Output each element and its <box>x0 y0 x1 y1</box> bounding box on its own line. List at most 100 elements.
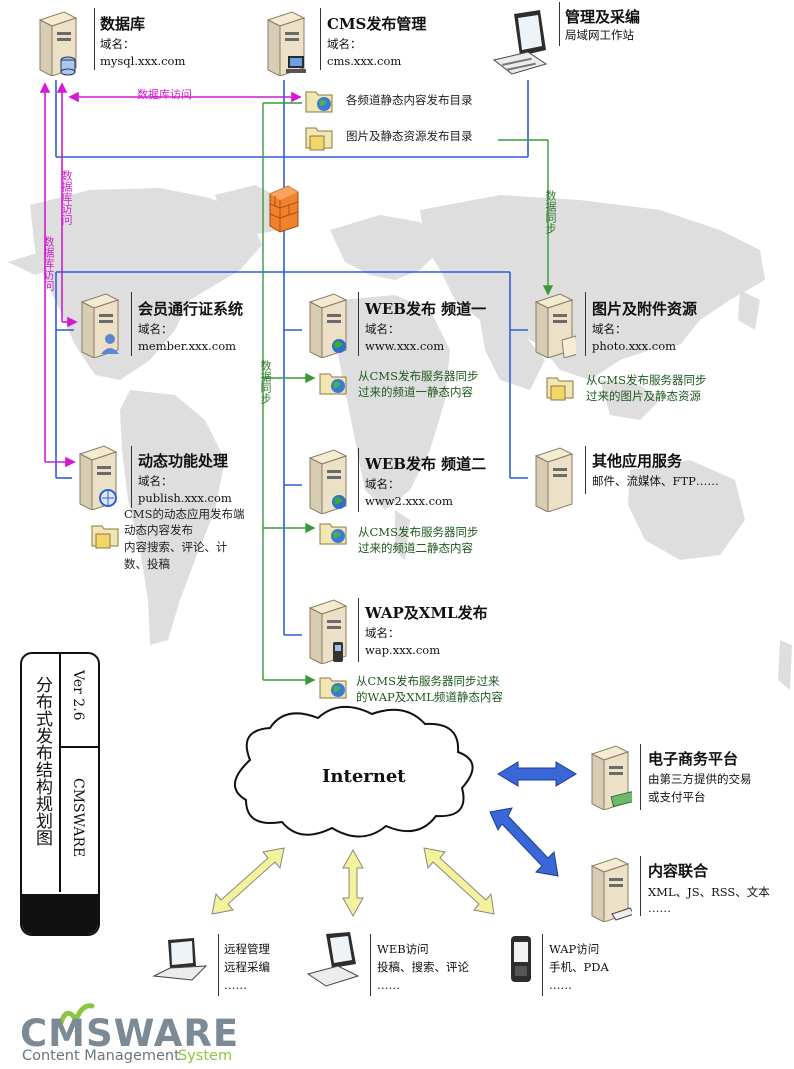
remote-line2: 远程采编 <box>224 960 270 974</box>
internet-arrows <box>211 706 577 918</box>
photo-sync-line2: 过来的图片及静态资源 <box>586 389 701 403</box>
divider <box>640 856 642 916</box>
dynamic-note-line4: 数、投稿 <box>124 557 170 571</box>
web-access-line2: 投稿、搜索、评论 <box>377 960 469 974</box>
wap-domain: wap.xxx.com <box>365 643 441 657</box>
logo-tagline-main: Content Management <box>22 1048 180 1064</box>
workstation-icon <box>492 10 548 75</box>
wap-server-icon <box>308 599 348 664</box>
database-domain: mysql.xxx.com <box>100 54 186 68</box>
laptop-icon <box>152 938 208 981</box>
remote-line3: …… <box>224 978 247 992</box>
web-folder-icon <box>319 677 347 699</box>
cms-domain-label: 域名： <box>327 37 362 51</box>
internet-label: Internet <box>322 766 406 787</box>
web1-sync-line1: 从CMS发布服务器同步 <box>358 369 479 383</box>
desktop-icon <box>306 932 360 987</box>
web2-sync-line1: 从CMS发布服务器同步 <box>358 525 479 539</box>
version-label: Ver 2.6 <box>70 670 86 721</box>
wap-sync-line1: 从CMS发布服务器同步过来 <box>356 674 500 688</box>
other-title: 其他应用服务 <box>592 452 683 470</box>
web-folder-icon <box>305 91 333 113</box>
member-domain-label: 域名： <box>138 322 173 336</box>
dynamic-server-icon <box>78 445 118 510</box>
divider <box>59 654 61 892</box>
image-folder-icon <box>305 127 333 151</box>
wap-domain-label: 域名： <box>365 626 400 640</box>
image-folder-icon <box>91 525 119 549</box>
database-title: 数据库 <box>100 15 146 33</box>
divider <box>131 292 133 356</box>
database-server-icon <box>38 11 78 76</box>
member-title: 会员通行证系统 <box>138 300 244 318</box>
web2-title: WEB发布 频道二 <box>365 455 487 473</box>
divider <box>542 934 544 996</box>
web1-sync-line2: 过来的频道一静态内容 <box>358 385 473 399</box>
wap-access-line3: …… <box>549 978 572 992</box>
ecommerce-desc-line1: 由第三方提供的交易 <box>648 772 752 786</box>
divider <box>640 744 642 810</box>
other-server-icon <box>534 447 574 512</box>
divider <box>358 448 360 512</box>
remote-line1: 远程管理 <box>224 942 270 956</box>
image-static-dir-label: 图片及静态资源发布目录 <box>346 129 473 143</box>
ecommerce-title: 电子商务平台 <box>648 750 739 768</box>
divider <box>59 746 98 748</box>
divider <box>559 2 561 46</box>
photo-sync-line1: 从CMS发布服务器同步 <box>586 373 707 387</box>
logo-tagline-system: System <box>178 1048 233 1064</box>
other-subtitle: 邮件、流媒体、FTP…… <box>592 474 719 488</box>
image-folder-icon <box>546 377 574 401</box>
syndication-server-icon <box>590 857 632 922</box>
divider <box>370 934 372 996</box>
photo-server-icon <box>534 293 576 358</box>
photo-domain: photo.xxx.com <box>592 339 677 353</box>
web2-sync-line2: 过来的频道二静态内容 <box>358 541 473 555</box>
web-folder-icon <box>319 373 347 395</box>
member-domain: member.xxx.com <box>138 339 237 353</box>
workstation-title: 管理及采编 <box>565 8 641 26</box>
cms-server-icon <box>266 11 306 76</box>
db-access-label: 数据库访问 <box>137 88 192 101</box>
firewall-icon <box>269 185 299 233</box>
web2-server-icon <box>308 449 348 514</box>
syndication-title: 内容联合 <box>648 862 709 880</box>
mobile-phone-icon <box>511 936 531 982</box>
db-access-label-vertical: 数据库访问 <box>42 236 55 291</box>
internet-cloud <box>234 706 474 838</box>
data-sync-label: 数据同步 <box>544 190 557 234</box>
title-panel: 分布式发布结构规划图 Ver 2.6 CMSWARE <box>20 652 100 936</box>
ecommerce-server-icon <box>590 745 632 810</box>
divider <box>358 292 360 356</box>
syndication-desc-line1: XML、JS、RSS、文本 <box>648 885 770 899</box>
ecommerce-desc-line2: 或支付平台 <box>648 790 706 804</box>
database-domain-label: 域名： <box>100 37 135 51</box>
dynamic-domain: publish.xxx.com <box>138 491 232 505</box>
cms-domain: cms.xxx.com <box>327 54 402 68</box>
wap-access-line1: WAP访问 <box>549 942 600 956</box>
divider <box>585 446 587 494</box>
wap-title: WAP及XML发布 <box>365 604 488 622</box>
dynamic-note-line1: CMS的动态应用发布端 <box>124 507 245 521</box>
web-access-line1: WEB访问 <box>377 942 429 956</box>
panel-footer <box>22 894 98 934</box>
cms-title: CMS发布管理 <box>327 15 427 33</box>
dynamic-title: 动态功能处理 <box>138 452 229 470</box>
web1-domain-label: 域名： <box>365 322 400 336</box>
channel-static-dir-label: 各频道静态内容发布目录 <box>346 93 473 107</box>
photo-title: 图片及附件资源 <box>592 300 698 318</box>
web1-domain: www.xxx.com <box>365 339 445 353</box>
divider <box>585 292 587 356</box>
data-sync-label: 数据同步 <box>259 360 272 404</box>
divider <box>218 934 220 996</box>
workstation-subtitle: 局域网工作站 <box>565 28 634 42</box>
divider <box>94 8 96 70</box>
dynamic-note-line2: 动态内容发布 <box>124 523 193 537</box>
photo-domain-label: 域名： <box>592 322 627 336</box>
diagram-title: 分布式发布结构规划图 <box>32 676 52 846</box>
wap-sync-line2: 的WAP及XML频道静态内容 <box>356 690 503 704</box>
web1-server-icon <box>308 293 348 358</box>
web1-title: WEB发布 频道一 <box>365 300 487 318</box>
divider <box>131 446 133 508</box>
